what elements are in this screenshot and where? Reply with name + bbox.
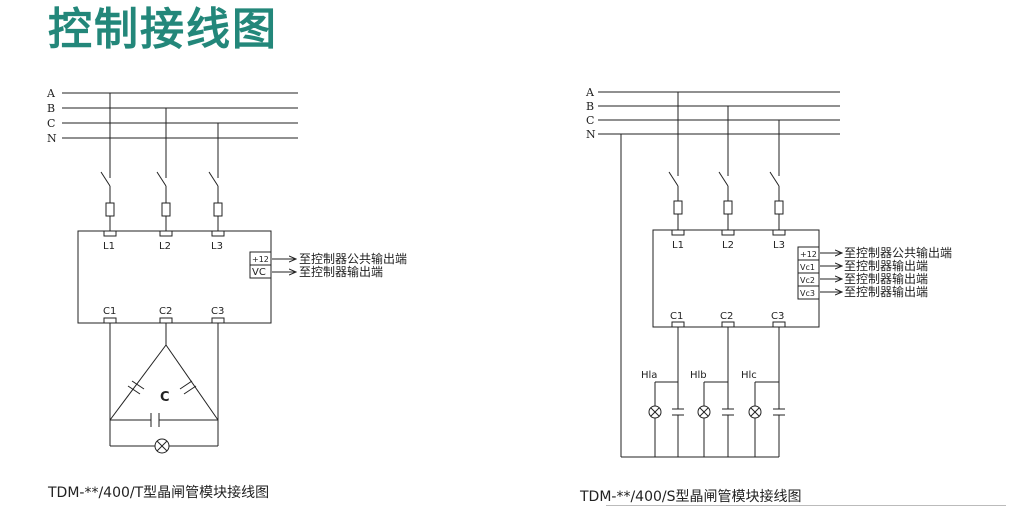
terminal-label: VC [252,267,266,278]
terminal-desc: 至控制器输出端 [299,264,383,279]
left-texts: A B C N L1 L2 L3 C1 C2 C3 +12 VC 至控制器公共输… [46,87,407,405]
page-title: 控制接线图 [48,4,278,55]
switch-l2 [718,171,729,187]
switch-l3 [769,171,780,187]
output-label: C3 [771,311,784,322]
fuse-l2 [161,202,171,217]
fuse-l1 [105,202,115,217]
lamp-icon [154,438,170,454]
bus-label: N [586,128,596,141]
input-label: L1 [672,240,684,251]
input-label: L3 [211,241,223,252]
switch-l1 [668,171,679,187]
switch-l2 [156,171,167,187]
terminal-desc: 至控制器输出端 [844,258,928,273]
output-label: C2 [159,306,172,317]
terminal-label: +12 [252,255,269,264]
terminal-desc: 至控制器公共输出端 [299,251,407,266]
input-label: L2 [722,240,734,251]
bus-label: B [586,100,594,113]
capacitor-right [179,380,193,390]
lamp-label: Hla [641,370,657,381]
terminal-label: Vc1 [800,263,815,272]
output-label: C1 [670,311,683,322]
bus-label: B [47,102,55,115]
fuse-l3 [774,200,784,215]
terminal-label: +12 [800,250,817,259]
terminal-desc: 至控制器公共输出端 [844,245,952,260]
input-label: L1 [103,241,115,252]
lamp-label: Hlb [690,370,707,381]
output-label: C3 [211,306,224,317]
right-caption: TDM-**/400/S型晶闸管模块接线图 [580,489,802,505]
switch-l3 [208,171,219,187]
right-diagram [598,91,842,458]
capacitor-label: C [160,390,170,405]
output-label: C1 [103,306,116,317]
output-label: C2 [720,311,733,322]
bus-label: A [46,87,56,100]
bus-label: C [586,114,594,127]
left-diagram [62,92,298,454]
fuse-l3 [213,202,223,217]
terminal-desc: 至控制器输出端 [844,284,928,299]
bus-label: N [47,132,57,145]
terminal-box-vc3 [797,285,820,300]
terminal-box-vc [249,264,272,279]
switch-l1 [100,171,111,187]
fuse-l2 [723,200,733,215]
bus-label: C [47,117,55,130]
right-texts: A B C N L1 L2 L3 C1 C2 C3 +12 Vc1 Vc2 Vc… [585,86,952,381]
input-label: L3 [773,240,785,251]
bus-label: A [585,86,595,99]
fuse-l1 [673,200,683,215]
bottom-divider [606,505,1006,506]
lamp-label: Hlc [741,370,757,381]
input-label: L2 [159,241,171,252]
terminal-desc: 至控制器输出端 [844,271,928,286]
capacitor-left [127,385,141,395]
terminal-label: Vc2 [800,276,815,285]
left-caption: TDM-**/400/T型晶闸管模块接线图 [48,485,270,501]
terminal-label: Vc3 [800,289,815,298]
